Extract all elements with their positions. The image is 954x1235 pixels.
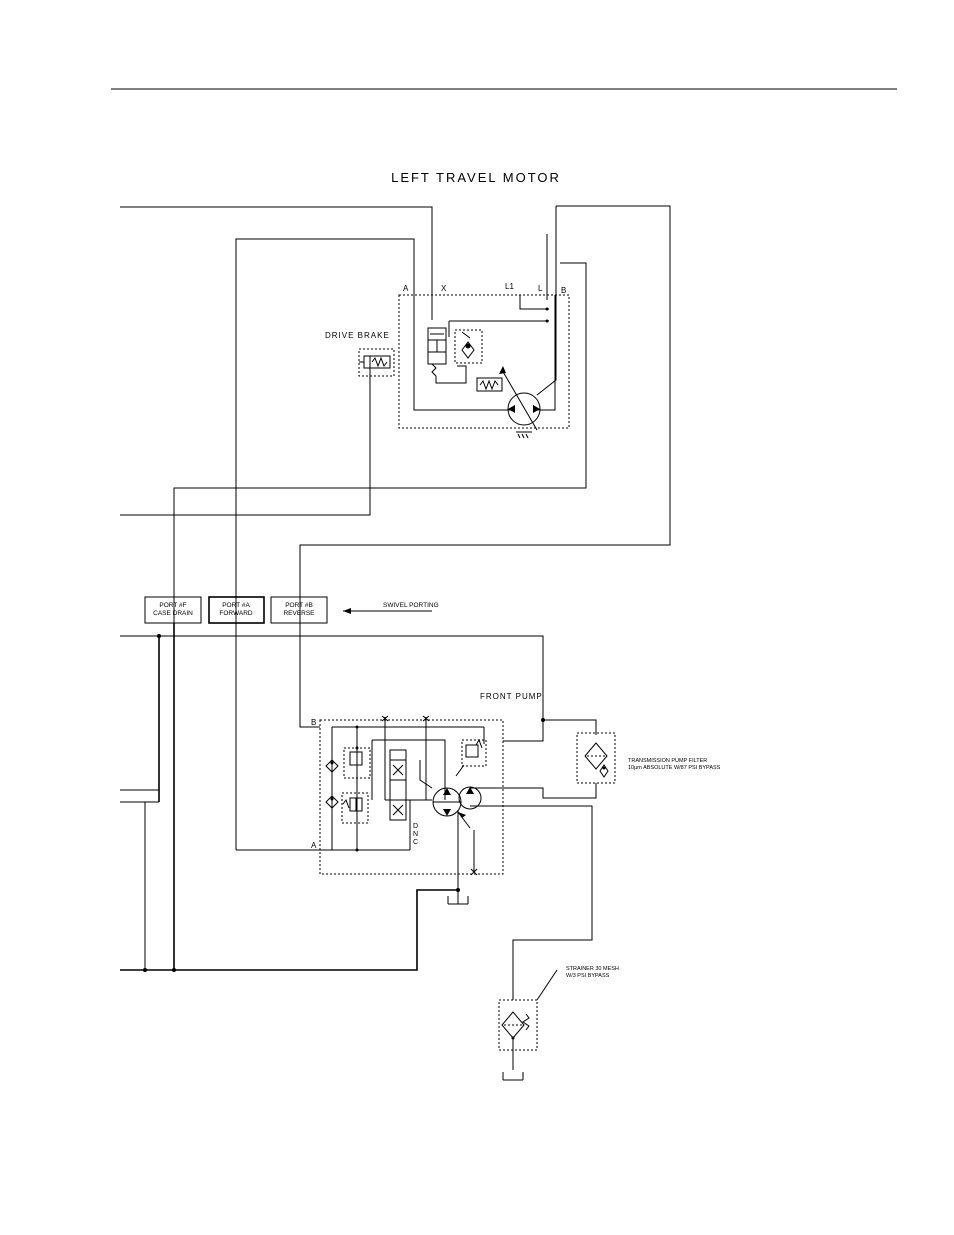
front-pump-block: FRONT PUMP B A [311, 692, 543, 904]
drive-brake-label: DRIVE BRAKE [325, 331, 390, 340]
diagram-title: LEFT TRAVEL MOTOR [391, 170, 561, 185]
swivel-porting-label: SWIVEL PORTING [383, 602, 439, 609]
motor-valve-bot [428, 352, 446, 364]
pump-direction-valve [390, 760, 406, 820]
pump-port-label-a: A [311, 841, 317, 850]
upper-lines [120, 206, 670, 970]
port-label-x: X [441, 284, 447, 293]
swivel-port-a-line2: FORWARD [219, 610, 253, 617]
left-travel-motor-block: A X L1 L B [399, 282, 569, 438]
pump-port-label-b: B [311, 718, 316, 727]
dnc-letter-c: C [413, 839, 418, 846]
filter-label-line2: 10μm ABSOLUTE W/87 PSI BYPASS [628, 765, 721, 771]
port-label-l1: L1 [505, 282, 514, 291]
port-label-b: B [561, 286, 566, 295]
swivel-port-b-line1: PORT #B [285, 602, 313, 609]
swivel-port-f-line2: CASE DRAIN [153, 610, 193, 617]
swivel-port-b-line2: REVERSE [283, 610, 315, 617]
strainer: STRAINER 30 MESH W/3 PSI BYPASS [499, 966, 619, 1080]
filter-label-line1: TRANSMISSION PUMP FILTER [628, 758, 707, 764]
swivel-ports: PORT #F CASE DRAIN PORT #A FORWARD PORT … [145, 597, 439, 623]
strainer-label-line1: STRAINER 30 MESH [566, 966, 619, 972]
swivel-port-a-line1: PORT #A [222, 602, 250, 609]
dnc-letter-d: D [413, 823, 418, 830]
front-pump-label: FRONT PUMP [480, 692, 543, 701]
swivel-port-f-line1: PORT #F [159, 602, 186, 609]
dnc-letter-n: N [413, 831, 418, 838]
port-label-a: A [403, 284, 409, 293]
strainer-label-line2: W/3 PSI BYPASS [566, 973, 610, 979]
transmission-pump-filter: TRANSMISSION PUMP FILTER 10μm ABSOLUTE W… [577, 733, 721, 783]
drive-brake: DRIVE BRAKE [325, 331, 394, 376]
port-label-l: L [538, 284, 543, 293]
